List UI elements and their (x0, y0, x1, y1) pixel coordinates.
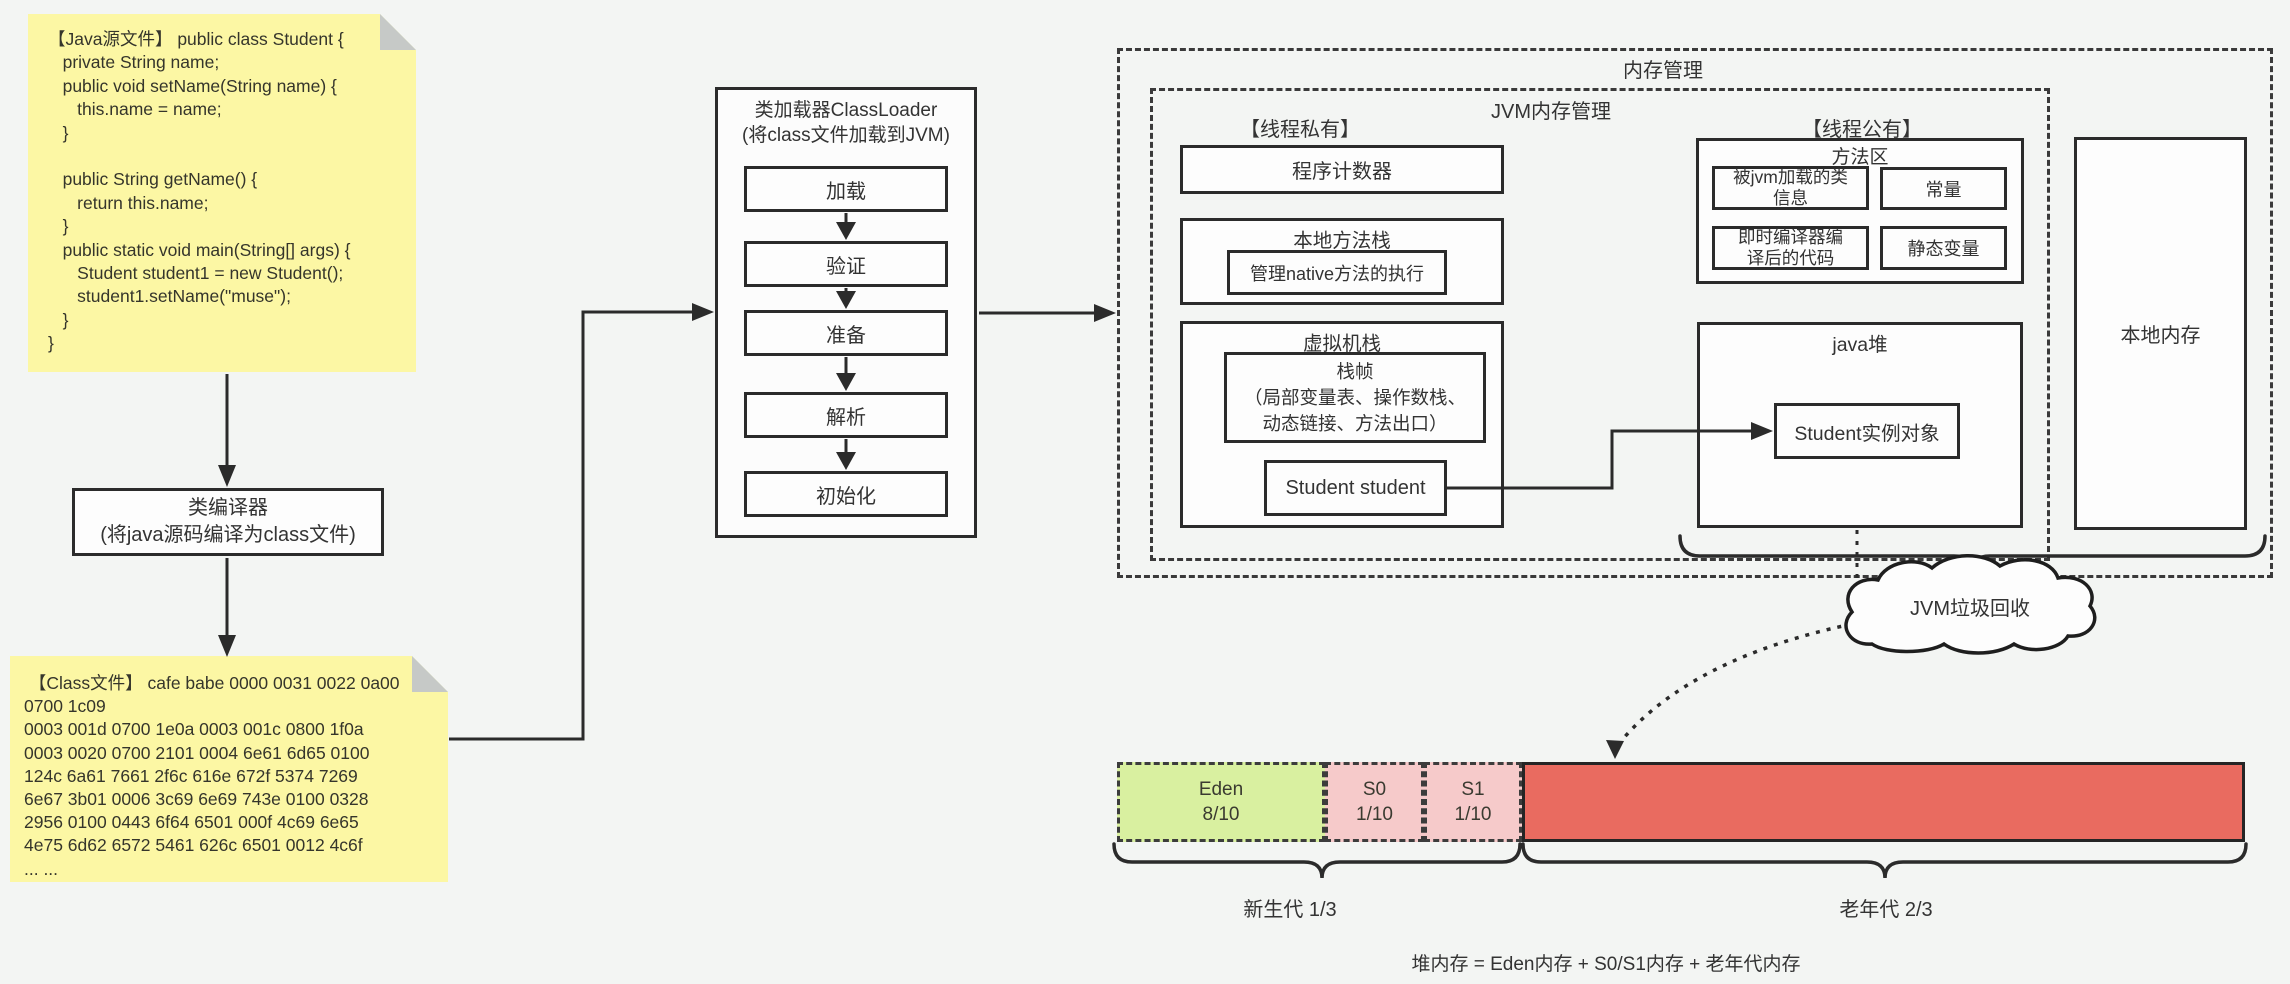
hex-line: 2956 0100 0443 6f64 6501 000f 4c69 6e65 (24, 812, 359, 833)
vm-stack-title: 虚拟机栈 (1302, 333, 1381, 355)
code-line: } (48, 122, 69, 143)
hex-line: ... ... (24, 858, 59, 879)
classloader-step-init: 初始化 (744, 471, 948, 517)
eden-segment: Eden 8/10 (1117, 762, 1325, 842)
stack-frame-box: 栈帧 （局部变量表、操作数栈、 动态链接、方法出口） (1224, 352, 1486, 443)
student-local-var-box: Student student (1264, 460, 1447, 516)
code-line: student1.setName("muse"); (48, 286, 291, 307)
stack-frame-title: 栈帧 (1336, 360, 1374, 382)
memory-management-container: 内存管理 (1117, 48, 2273, 578)
static-vars-box: 静态变量 (1880, 226, 2007, 270)
thread-shared-label: 【线程公有】 (1802, 119, 1922, 141)
code-line: 【Java源文件】 public class Student { (48, 29, 344, 49)
constants-box: 常量 (1880, 167, 2007, 210)
young-gen-label: 新生代 1/3 (1243, 899, 1337, 921)
dotted-cloud-to-bar (1620, 622, 1853, 742)
code-line: public String getName() { (48, 169, 258, 190)
compiler-subtitle: (将java源码编译为class文件) (100, 524, 356, 546)
folded-corner-icon (412, 656, 448, 692)
loaded-class-info-box: 被jvm加载的类 信息 (1712, 166, 1869, 210)
code-line: this.name = name; (48, 99, 222, 120)
s1-segment: S1 1/10 (1424, 762, 1522, 842)
s1-name: S1 (1461, 779, 1485, 800)
thread-private-label: 【线程私有】 (1240, 119, 1360, 141)
hex-line: 0003 001d 0700 1e0a 0003 001c 0800 1f0a (24, 719, 364, 740)
code-line: public static void main(String[] args) { (48, 239, 351, 260)
gc-cloud-label: JVM垃圾回收 (1910, 597, 2030, 620)
code-line: public void setName(String name) { (48, 75, 337, 96)
code-line: } (48, 309, 69, 330)
java-heap-title: java堆 (1832, 334, 1888, 356)
hex-line: 6e67 3b01 0006 3c69 6e69 743e 0100 0328 (24, 789, 369, 810)
eden-fraction: 8/10 (1202, 804, 1240, 825)
arrowhead-down-icon (1606, 740, 1624, 759)
old-gen-segment (1522, 762, 2245, 842)
class-file-hex: 【Class文件】 cafe babe 0000 0031 0022 0a00 0… (10, 656, 448, 891)
hex-line: 0003 0020 0700 2101 0004 6e61 6d65 0100 (24, 742, 370, 763)
jit-code-box: 即时编译器编 译后的代码 (1712, 226, 1869, 270)
compiler-title: 类编译器 (187, 497, 268, 519)
classloader-step-verify: 验证 (744, 241, 948, 287)
jvm-memory-label: JVM内存管理 (1491, 101, 1611, 123)
s0-fraction: 1/10 (1356, 804, 1393, 825)
folded-corner-icon (380, 14, 416, 50)
hex-line: 124c 6a61 7661 2f6c 616e 672f 5374 7269 (24, 765, 358, 786)
connector-classfile-to-classloader (449, 310, 692, 741)
stack-frame-detail-1: （局部变量表、操作数栈、 (1243, 386, 1466, 408)
s0-name: S0 (1362, 779, 1387, 800)
classloader-title: 类加载器ClassLoader (754, 100, 938, 121)
code-line (48, 145, 406, 168)
heap-formula: 堆内存 = Eden内存 + S0/S1内存 + 老年代内存 (1411, 954, 1801, 975)
native-memory-box: 本地内存 (2074, 137, 2247, 530)
code-line: } (48, 333, 54, 354)
classloader-step-resolve: 解析 (744, 392, 948, 438)
s1-fraction: 1/10 (1454, 804, 1492, 825)
native-method-exec-box: 管理native方法的执行 (1227, 250, 1447, 295)
old-gen-brace (1521, 842, 2248, 879)
young-gen-brace (1112, 842, 1522, 879)
arrowhead-down-icon (218, 465, 236, 487)
memory-management-label: 内存管理 (1623, 60, 1703, 82)
arrowhead-right-icon (692, 303, 714, 321)
arrowhead-right-icon (1094, 304, 1116, 322)
code-line: private String name; (48, 52, 220, 73)
code-line: } (48, 216, 69, 237)
java-source-note: 【Java源文件】 public class Student { private… (28, 14, 416, 372)
method-area-title: 方法区 (1831, 147, 1889, 168)
jvm-memory-container: JVM内存管理 (1150, 88, 2050, 561)
student-instance-box: Student实例对象 (1774, 403, 1960, 459)
hex-line: 0700 1c09 (24, 696, 106, 717)
eden-name: Eden (1198, 779, 1244, 800)
hex-line: 4e75 6d62 6572 5461 626c 6501 0012 4c6f (24, 835, 363, 856)
classloader-subtitle: (将class文件加载到JVM) (742, 125, 950, 146)
stack-frame-detail-2: 动态链接、方法出口） (1262, 412, 1448, 434)
hex-line: 【Class文件】 cafe babe 0000 0031 0022 0a00 (24, 673, 400, 693)
native-method-stack-title: 本地方法栈 (1293, 230, 1391, 252)
arrowhead-down-icon (218, 635, 236, 657)
program-counter-box: 程序计数器 (1180, 145, 1504, 194)
java-source-code: 【Java源文件】 public class Student { private… (28, 14, 416, 366)
code-line: return this.name; (48, 192, 209, 213)
classloader-step-prepare: 准备 (744, 310, 948, 356)
code-line: Student student1 = new Student(); (48, 263, 344, 284)
classloader-step-load: 加载 (744, 166, 948, 212)
old-gen-label: 老年代 2/3 (1839, 899, 1933, 921)
s0-segment: S0 1/10 (1325, 762, 1424, 842)
class-file-note: 【Class文件】 cafe babe 0000 0031 0022 0a00 0… (10, 656, 448, 882)
class-compiler-box: 类编译器 (将java源码编译为class文件) (72, 488, 384, 556)
